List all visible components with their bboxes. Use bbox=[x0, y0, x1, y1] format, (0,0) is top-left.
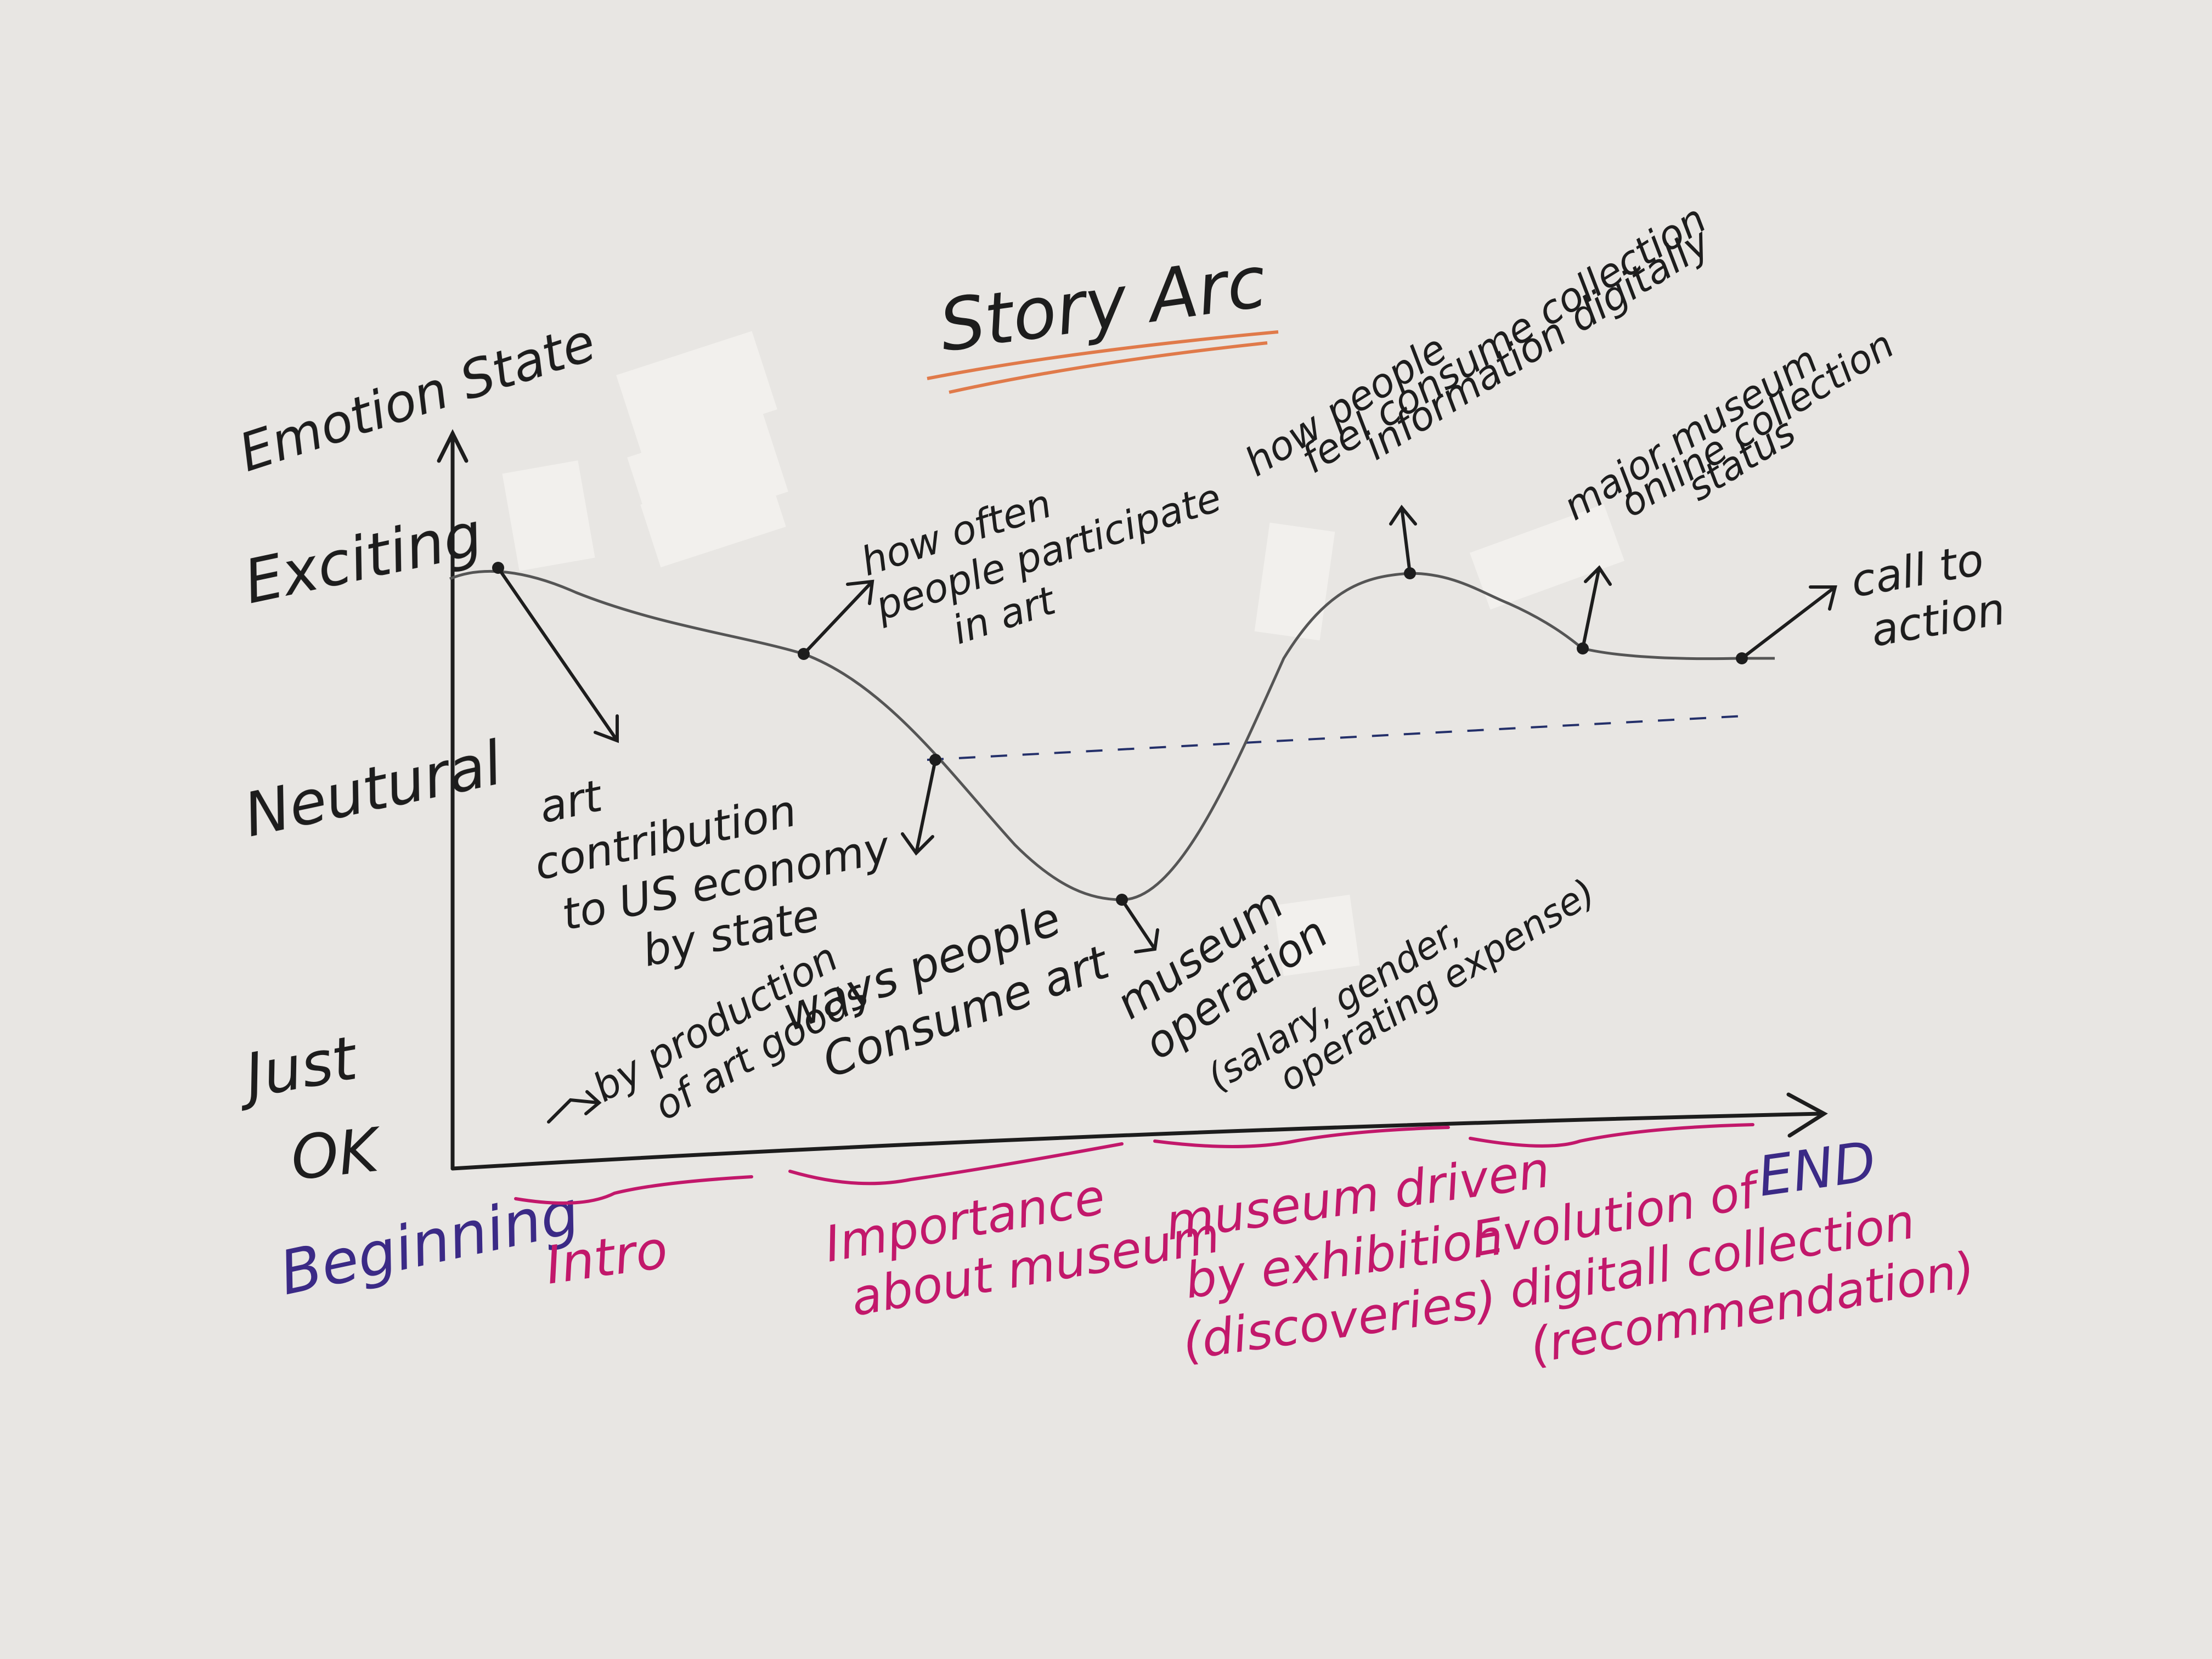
section-museum-driven: museum driven by exhibition (discoveries… bbox=[1162, 1139, 1585, 1372]
arrow-digital bbox=[1389, 504, 1417, 575]
title-underline bbox=[927, 330, 1279, 394]
arrow-museum-operation bbox=[1120, 898, 1159, 953]
annotation-arrows bbox=[496, 504, 1837, 1124]
brace-museum-driven bbox=[1153, 1126, 1450, 1148]
arrow-online-collection bbox=[1581, 565, 1612, 650]
arrow-participation bbox=[802, 579, 874, 656]
section-braces bbox=[514, 1123, 1754, 1205]
x-axis-arrow bbox=[1786, 1092, 1828, 1138]
y-level-ok: OK bbox=[287, 1114, 386, 1194]
arrow-economy bbox=[496, 566, 619, 743]
x-axis-line bbox=[450, 1111, 1824, 1171]
tape-pieces bbox=[502, 331, 1624, 977]
arrow-production bbox=[547, 1090, 602, 1124]
brace-intro bbox=[514, 1175, 753, 1205]
brace-evolution bbox=[1469, 1123, 1754, 1148]
brace-importance bbox=[788, 1142, 1124, 1186]
y-axis-arrow bbox=[437, 429, 469, 463]
neutral-line bbox=[927, 715, 1745, 761]
axes bbox=[437, 429, 1828, 1171]
arrow-call-to-action bbox=[1740, 585, 1837, 660]
arrow-consume bbox=[901, 758, 937, 856]
